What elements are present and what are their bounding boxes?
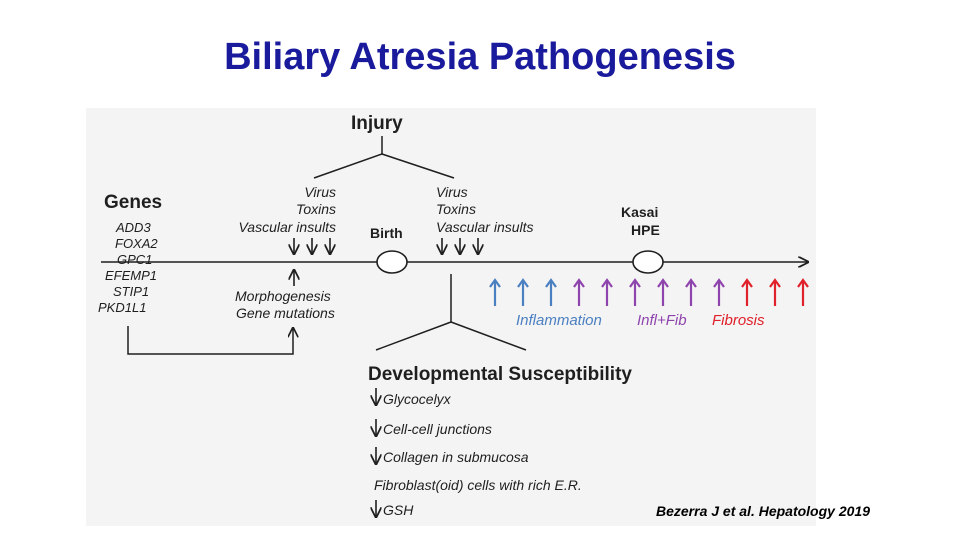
- phase-up-arrow: [573, 278, 585, 306]
- phase-up-arrow: [797, 278, 809, 306]
- phase-up-arrow: [545, 278, 557, 306]
- postnatal-down-arrows: [442, 238, 478, 254]
- phase-up-arrow: [685, 278, 697, 306]
- morphogenesis-label: Morphogenesis: [235, 288, 331, 304]
- injury-label: Injury: [351, 113, 403, 134]
- gene-item: STIP1: [113, 284, 149, 299]
- postnatal-insults: Virus Toxins Vascular insults: [436, 184, 534, 235]
- gene-mutations-label: Gene mutations: [236, 305, 335, 321]
- pathogenesis-diagram: Injury Genes ADD3 FOXA2 GPC1 EFEMP1 STIP…: [98, 113, 816, 526]
- susceptibility-bracket: [375, 274, 527, 351]
- phase-up-arrow: [657, 278, 669, 306]
- phase-label-fibrosis: Fibrosis: [712, 312, 765, 329]
- postnatal-insult: Toxins: [436, 201, 476, 217]
- susceptibility-item: Fibroblast(oid) cells with rich E.R.: [374, 477, 582, 493]
- susceptibility-item: Cell-cell junctions: [383, 421, 492, 437]
- susceptibility-item: GSH: [383, 502, 414, 518]
- phase-label-inflammation: Inflammation: [516, 312, 602, 329]
- pathogenesis-figure: Injury Genes ADD3 FOXA2 GPC1 EFEMP1 STIP…: [86, 108, 816, 526]
- gene-list: ADD3 FOXA2 GPC1 EFEMP1 STIP1 PKD1L1: [98, 220, 158, 315]
- phase-up-arrow: [601, 278, 613, 306]
- prenatal-down-arrows: [294, 238, 330, 254]
- prenatal-insult: Virus: [304, 184, 336, 200]
- gene-item: FOXA2: [115, 236, 158, 251]
- gene-item: GPC1: [117, 252, 152, 267]
- phase-up-arrow: [629, 278, 641, 306]
- prenatal-insults: Virus Toxins Vascular insults: [238, 184, 336, 235]
- injury-tree-lines: [313, 136, 455, 179]
- phase-up-arrow: [769, 278, 781, 306]
- susceptibility-list: Glycocelyx Cell-cell junctions Collagen …: [374, 388, 582, 518]
- postnatal-insult: Virus: [436, 184, 468, 200]
- kasai-label: Kasai: [621, 204, 658, 220]
- kasai-hpe-label: HPE: [631, 222, 660, 238]
- prenatal-insult: Vascular insults: [238, 219, 336, 235]
- gene-item: PKD1L1: [98, 300, 146, 315]
- susceptibility-label: Developmental Susceptibility: [368, 364, 632, 385]
- slide-title: Biliary Atresia Pathogenesis: [224, 36, 736, 78]
- susceptibility-item: Collagen in submucosa: [383, 449, 529, 465]
- phase-up-arrow: [741, 278, 753, 306]
- susceptibility-item: Glycocelyx: [383, 391, 452, 407]
- gene-item: EFEMP1: [105, 268, 157, 283]
- phase-arrows: [489, 278, 809, 306]
- birth-label: Birth: [370, 225, 403, 241]
- gene-item: ADD3: [115, 220, 151, 235]
- genes-feedback-connector: [127, 326, 293, 355]
- kasai-node: [632, 250, 664, 274]
- prenatal-insult: Toxins: [296, 201, 336, 217]
- citation: Bezerra J et al. Hepatology 2019: [656, 503, 870, 519]
- phase-up-arrow: [517, 278, 529, 306]
- phase-up-arrow: [713, 278, 725, 306]
- phase-label-infl-fib: Infl+Fib: [637, 312, 687, 329]
- phase-up-arrow: [489, 278, 501, 306]
- postnatal-insult: Vascular insults: [436, 219, 534, 235]
- birth-node: [376, 250, 408, 274]
- genes-label: Genes: [104, 192, 162, 213]
